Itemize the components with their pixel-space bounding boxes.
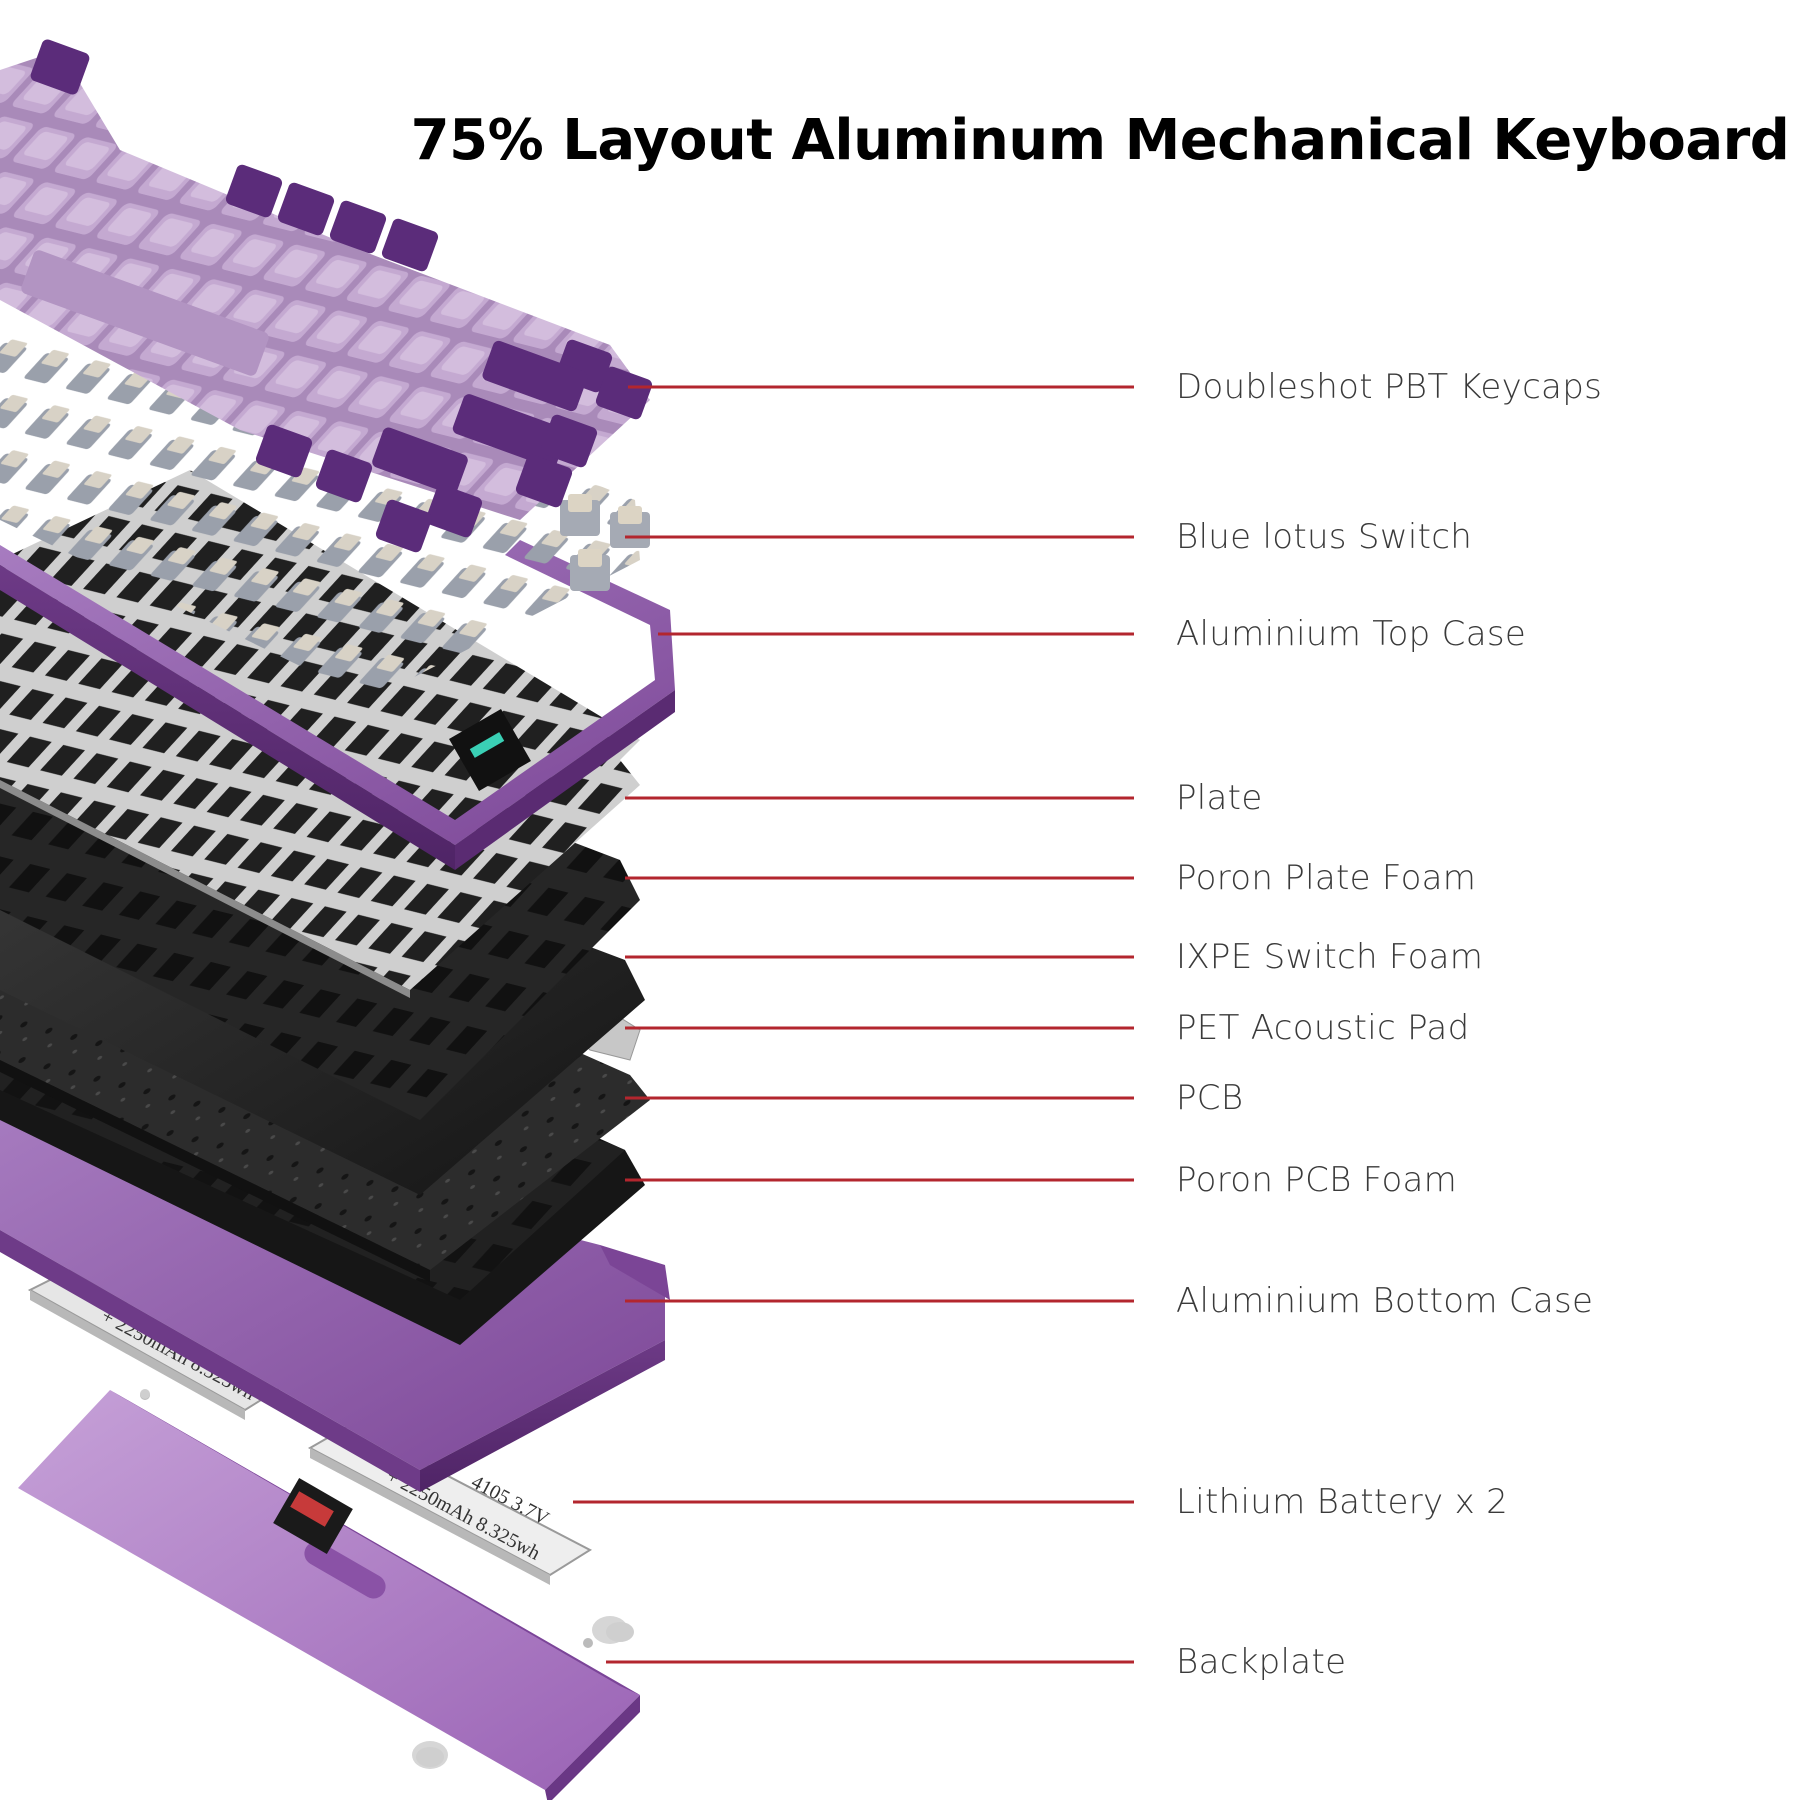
- label-doubleshot-pbt-keycaps: Doubleshot PBT Keycaps: [1176, 367, 1603, 407]
- leader-line-blue-lotus-switch: [625, 535, 1134, 539]
- label-pcb: PCB: [1176, 1078, 1244, 1118]
- switches-part: [0, 330, 650, 700]
- label-poron-plate-foam: Poron Plate Foam: [1176, 858, 1477, 898]
- leader-line-ixpe-switch-foam: [625, 955, 1134, 959]
- keycaps-part: [0, 39, 653, 553]
- leader-line-pet-acoustic-pad: [625, 1026, 1134, 1030]
- label-blue-lotus-switch: Blue lotus Switch: [1176, 517, 1473, 557]
- label-pet-acoustic-pad: PET Acoustic Pad: [1176, 1008, 1470, 1048]
- label-plate: Plate: [1176, 778, 1263, 818]
- top-case-part: [0, 540, 675, 870]
- label-lithium-battery-x-2: Lithium Battery x 2: [1176, 1482, 1509, 1522]
- leader-line-aluminium-top-case: [658, 632, 1134, 636]
- leader-line-lithium-battery-x-2: [573, 1500, 1134, 1504]
- leader-line-poron-plate-foam: [625, 876, 1134, 880]
- plate-part: [0, 470, 640, 998]
- diagram-title: 75% Layout Aluminum Mechanical Keyboard: [410, 108, 1790, 173]
- backplate-part: [18, 1390, 640, 1800]
- leader-line-plate: [625, 796, 1134, 800]
- label-aluminium-bottom-case: Aluminium Bottom Case: [1176, 1281, 1594, 1321]
- label-aluminium-top-case: Aluminium Top Case: [1176, 614, 1527, 654]
- leader-line-aluminium-bottom-case: [625, 1299, 1134, 1303]
- leader-line-backplate: [606, 1660, 1134, 1664]
- leader-line-poron-pcb-foam: [625, 1178, 1134, 1182]
- label-backplate: Backplate: [1176, 1642, 1347, 1682]
- label-ixpe-switch-foam: IXPE Switch Foam: [1176, 937, 1484, 977]
- leader-line-doubleshot-pbt-keycaps: [628, 385, 1134, 389]
- label-poron-pcb-foam: Poron PCB Foam: [1176, 1160, 1458, 1200]
- screws-and-feet: [140, 1389, 634, 1767]
- leader-line-pcb: [625, 1096, 1134, 1100]
